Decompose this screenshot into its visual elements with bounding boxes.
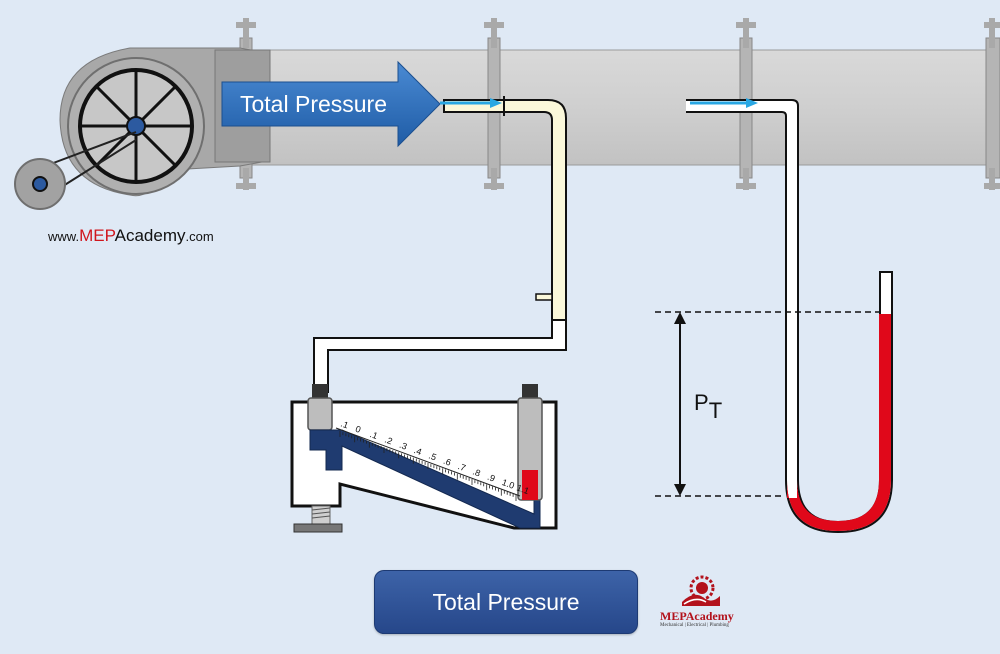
- website-url[interactable]: www.MEPAcademy.com: [48, 226, 214, 245]
- u-tube-manometer: PT: [655, 98, 893, 534]
- scale-tick-label: .9: [486, 472, 496, 484]
- scale-tick-label: .4: [413, 445, 423, 457]
- arrow-label: Total Pressure: [240, 91, 387, 117]
- scale-tick-label: 1.1: [515, 482, 530, 496]
- website-brand: MEP: [79, 226, 115, 245]
- mep-academy-logo: MEPAcademy Mechanical | Electrical | Plu…: [660, 572, 752, 632]
- scale-tick-label: .1: [339, 418, 349, 430]
- scale-tick-label: 0: [354, 424, 362, 435]
- scale-tick-label: .5: [427, 450, 437, 462]
- scale-tick-label: .2: [383, 434, 393, 446]
- scale-tick-label: 1.0: [501, 477, 516, 491]
- logo-name: MEPAcademy: [660, 609, 734, 623]
- fan: [14, 47, 271, 210]
- scale-tick-label: .3: [398, 440, 408, 452]
- scale-tick-label: .8: [471, 466, 481, 478]
- total-pressure-arrow: Total Pressure: [221, 60, 441, 148]
- scale-tick-label: .6: [442, 456, 452, 468]
- logo-tagline: Mechanical | Electrical | Plumbing: [660, 623, 729, 628]
- duct-flange-4: [984, 18, 1000, 190]
- pt-label: PT: [694, 390, 722, 423]
- scale-tick-label: .1: [369, 429, 379, 441]
- total-pressure-caption: Total Pressure: [374, 570, 638, 634]
- gear-icon: [682, 575, 720, 606]
- scale-tick-label: .7: [457, 461, 467, 473]
